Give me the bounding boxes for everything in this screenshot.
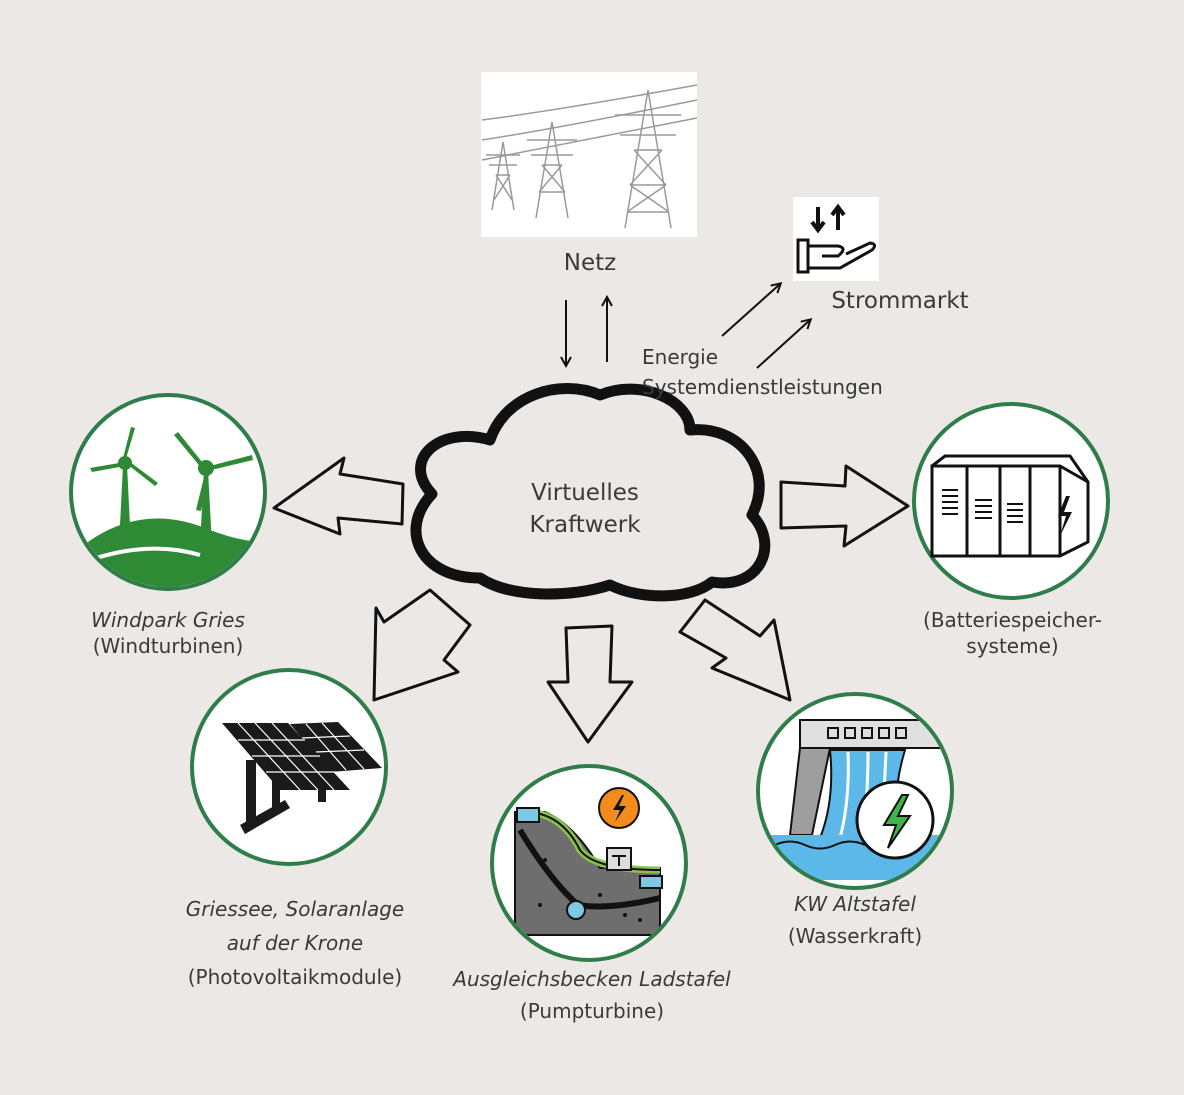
battery-type-line2: systeme) [966,634,1059,658]
wind-turbines-icon [69,393,267,591]
solar-name-line2: auf der Krone [226,931,364,955]
arrow-to-pump [546,624,634,744]
virtual-power-plant-cloud [410,383,771,602]
market-hand-icon [793,197,879,281]
hydro-caption: KW Altstafel (Wasserkraft) [755,888,955,952]
center-line2: Kraftwerk [529,512,641,538]
hydro-name: KW Altstafel [794,892,916,916]
wind-caption: Windpark Gries (Windturbinen) [58,607,278,659]
pump-name: Ausgleichsbecken Ladstafel [453,967,731,991]
arrow-to-solar [372,588,472,702]
solar-panels-icon [190,668,388,866]
market-label: Strommarkt [831,288,969,314]
hydro-type: (Wasserkraft) [787,924,923,948]
arrow-to-battery [779,464,910,548]
solar-name-line1: Griessee, Solaranlage [185,897,405,921]
wind-name: Windpark Gries [91,608,245,632]
battery-type-line1: (Batteriespeicher- [923,608,1102,632]
arrow-energy-to-market [721,284,780,337]
flows-services: Systemdienstleistungen [642,375,883,399]
center-line1: Virtuelles [531,480,639,506]
flows-energy: Energie [642,345,719,369]
battery-caption: (Batteriespeicher- systeme) [895,607,1130,659]
pump-turbine-icon [490,764,688,962]
grid-label: Netz [563,250,617,276]
arrow-to-hydro [678,598,792,702]
center-label: Virtuelles Kraftwerk [500,477,670,541]
wind-type: (Windturbinen) [92,634,244,658]
battery-storage-icon [912,402,1110,600]
hydropower-dam-icon [756,692,954,890]
pump-caption: Ausgleichsbecken Ladstafel (Pumpturbine) [432,963,752,1027]
solar-caption: Griessee, Solaranlage auf der Krone (Pho… [160,892,430,994]
flows-label: Energie Systemdienstleistungen [642,342,883,402]
arrow-to-wind [272,456,405,536]
arrow-services-to-market [756,320,810,369]
pump-type: (Pumpturbine) [519,999,665,1023]
solar-type: (Photovoltaikmodule) [187,965,403,989]
power-pylons-icon [481,72,698,237]
